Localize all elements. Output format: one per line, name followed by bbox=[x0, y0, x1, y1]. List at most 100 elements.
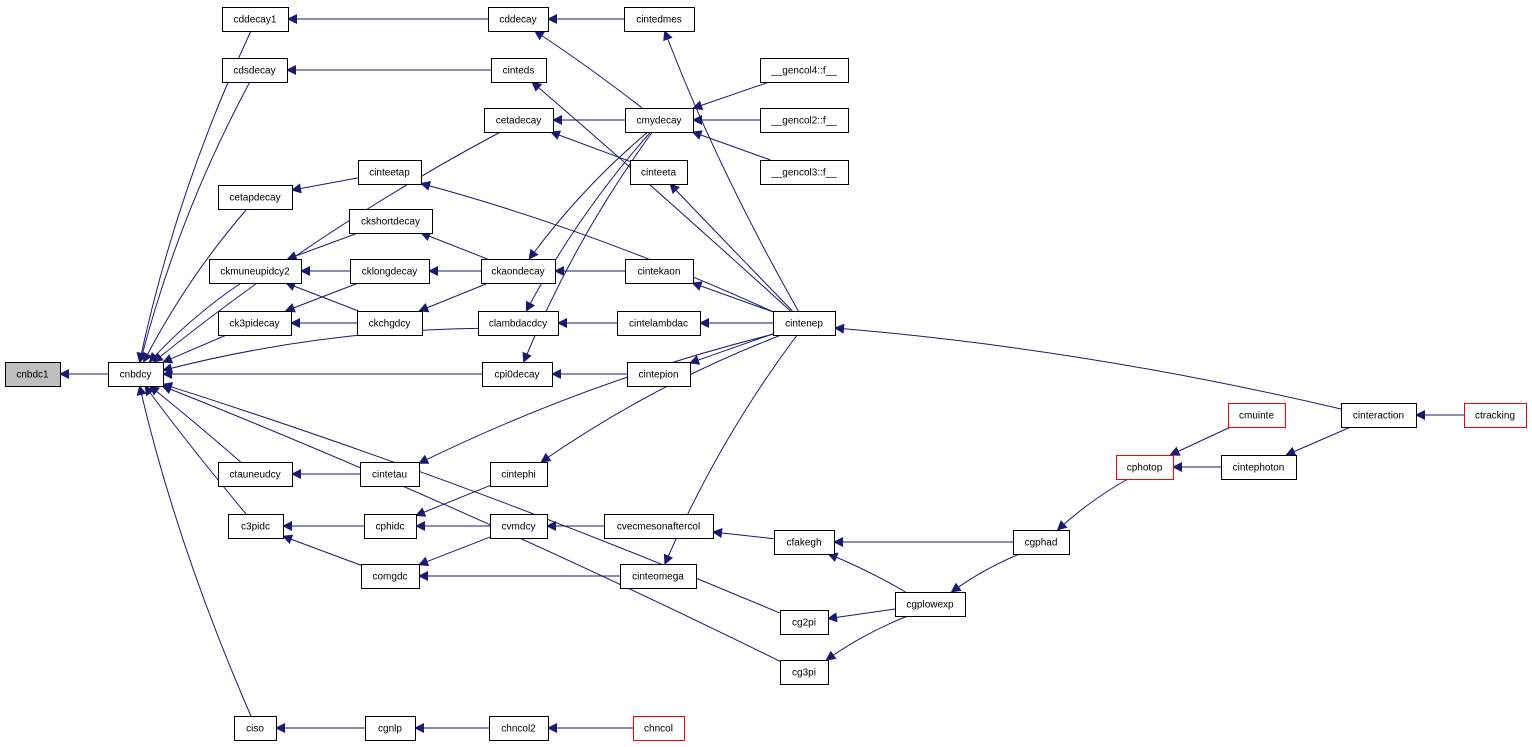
node-cintepion[interactable]: cintepion bbox=[627, 362, 691, 387]
node-box-cvecmesonaftercol[interactable] bbox=[604, 514, 714, 539]
node-box-cetadecay[interactable] bbox=[484, 108, 554, 133]
node-box-cnbdc1[interactable] bbox=[5, 362, 61, 387]
node-box-cvmdcy[interactable] bbox=[490, 514, 548, 539]
node-cklongdecay[interactable]: cklongdecay bbox=[350, 259, 430, 284]
node-cg2pi[interactable]: cg2pi bbox=[780, 610, 829, 635]
node-box-cphotop[interactable] bbox=[1116, 455, 1174, 480]
node-box-cintelambdac[interactable] bbox=[617, 311, 701, 336]
node-gencol4[interactable]: __gencol4::f__ bbox=[760, 58, 849, 83]
node-box-cmuinte[interactable] bbox=[1228, 403, 1286, 428]
node-box-cintenep[interactable] bbox=[773, 311, 836, 336]
node-box-cgplowexp[interactable] bbox=[895, 592, 966, 617]
node-box-cinteomega[interactable] bbox=[620, 564, 697, 589]
node-cfakegh[interactable]: cfakegh bbox=[774, 530, 835, 555]
node-cddecay[interactable]: cddecay bbox=[488, 7, 549, 32]
node-box-cnbdcy[interactable] bbox=[108, 362, 164, 387]
node-box-c3pidc[interactable] bbox=[228, 514, 284, 539]
node-box-cddecay[interactable] bbox=[488, 7, 549, 32]
node-box-cfakegh[interactable] bbox=[774, 530, 835, 555]
node-cnbdcy[interactable]: cnbdcy bbox=[108, 362, 164, 387]
node-cinteeta[interactable]: cinteeta bbox=[630, 160, 688, 185]
node-gencol2[interactable]: __gencol2::f__ bbox=[760, 108, 849, 133]
node-box-cg3pi[interactable] bbox=[780, 660, 829, 685]
node-box-cintedmes[interactable] bbox=[624, 7, 695, 32]
node-box-cdsdecay[interactable] bbox=[222, 58, 288, 83]
node-cetapdecay[interactable]: cetapdecay bbox=[218, 185, 293, 210]
node-box-cinteetap[interactable] bbox=[358, 160, 422, 185]
node-box-cintephi[interactable] bbox=[490, 462, 548, 487]
node-box-cintekaon[interactable] bbox=[625, 259, 694, 284]
node-box-gencol3[interactable] bbox=[760, 160, 849, 185]
node-cinteomega[interactable]: cinteomega bbox=[620, 564, 697, 589]
node-ctracking[interactable]: ctracking bbox=[1464, 403, 1527, 428]
node-box-cg2pi[interactable] bbox=[780, 610, 829, 635]
node-box-comgdc[interactable] bbox=[361, 564, 420, 589]
node-ckaondecay[interactable]: ckaondecay bbox=[481, 259, 556, 284]
node-cintephi[interactable]: cintephi bbox=[490, 462, 548, 487]
node-cpi0decay[interactable]: cpi0decay bbox=[482, 362, 553, 387]
node-gencol3[interactable]: __gencol3::f__ bbox=[760, 160, 849, 185]
node-cg3pi[interactable]: cg3pi bbox=[780, 660, 829, 685]
node-cddecay1[interactable]: cddecay1 bbox=[222, 7, 289, 32]
node-cvmdcy[interactable]: cvmdcy bbox=[490, 514, 548, 539]
node-ck3pidecay[interactable]: ck3pidecay bbox=[218, 311, 292, 336]
node-ctauneudcy[interactable]: ctauneudcy bbox=[218, 462, 293, 487]
node-clambdacdcy[interactable]: clambdacdcy bbox=[478, 311, 559, 336]
node-box-ciso[interactable] bbox=[234, 716, 277, 741]
node-box-cinteds[interactable] bbox=[491, 58, 547, 83]
node-box-cphidc[interactable] bbox=[364, 514, 417, 539]
node-box-ckshortdecay[interactable] bbox=[349, 209, 433, 234]
node-cinteraction[interactable]: cinteraction bbox=[1341, 403, 1417, 428]
node-box-cgnlp[interactable] bbox=[365, 716, 416, 741]
node-box-gencol2[interactable] bbox=[760, 108, 849, 133]
node-cphotop[interactable]: cphotop bbox=[1116, 455, 1174, 480]
node-cintelambdac[interactable]: cintelambdac bbox=[617, 311, 701, 336]
node-box-ck3pidecay[interactable] bbox=[218, 311, 292, 336]
node-cintedmes[interactable]: cintedmes bbox=[624, 7, 695, 32]
node-cphidc[interactable]: cphidc bbox=[364, 514, 417, 539]
node-cvecmesonaftercol[interactable]: cvecmesonaftercol bbox=[604, 514, 714, 539]
node-box-cpi0decay[interactable] bbox=[482, 362, 553, 387]
node-box-ctracking[interactable] bbox=[1464, 403, 1527, 428]
node-chncol2[interactable]: chncol2 bbox=[489, 716, 549, 741]
node-cgphad[interactable]: cgphad bbox=[1013, 530, 1070, 555]
node-cetadecay[interactable]: cetadecay bbox=[484, 108, 554, 133]
node-ciso[interactable]: ciso bbox=[234, 716, 277, 741]
node-ckchgdcy[interactable]: ckchgdcy bbox=[357, 311, 423, 336]
node-cintetau[interactable]: cintetau bbox=[360, 462, 420, 487]
node-box-cintephoton[interactable] bbox=[1221, 455, 1297, 480]
node-box-cgphad[interactable] bbox=[1013, 530, 1070, 555]
node-box-cintepion[interactable] bbox=[627, 362, 691, 387]
node-cdsdecay[interactable]: cdsdecay bbox=[222, 58, 288, 83]
node-cnbdc1[interactable]: cnbdc1 bbox=[5, 362, 61, 387]
node-cmuinte[interactable]: cmuinte bbox=[1228, 403, 1286, 428]
node-box-chncol[interactable] bbox=[633, 716, 685, 741]
node-cmydecay[interactable]: cmydecay bbox=[625, 108, 694, 133]
node-comgdc[interactable]: comgdc bbox=[361, 564, 420, 589]
node-box-cinteeta[interactable] bbox=[630, 160, 688, 185]
node-box-cinteraction[interactable] bbox=[1341, 403, 1417, 428]
node-box-ckaondecay[interactable] bbox=[481, 259, 556, 284]
node-cintephoton[interactable]: cintephoton bbox=[1221, 455, 1297, 480]
node-box-cetapdecay[interactable] bbox=[218, 185, 293, 210]
node-box-ctauneudcy[interactable] bbox=[218, 462, 293, 487]
node-box-ckchgdcy[interactable] bbox=[357, 311, 423, 336]
node-cinteds[interactable]: cinteds bbox=[491, 58, 547, 83]
node-cinteetap[interactable]: cinteetap bbox=[358, 160, 422, 185]
node-ckshortdecay[interactable]: ckshortdecay bbox=[349, 209, 433, 234]
node-cintenep[interactable]: cintenep bbox=[773, 311, 836, 336]
node-chncol[interactable]: chncol bbox=[633, 716, 685, 741]
node-box-chncol2[interactable] bbox=[489, 716, 549, 741]
node-cintekaon[interactable]: cintekaon bbox=[625, 259, 694, 284]
node-box-clambdacdcy[interactable] bbox=[478, 311, 559, 336]
node-ckmuneupidcy2[interactable]: ckmuneupidcy2 bbox=[209, 259, 302, 284]
node-box-gencol4[interactable] bbox=[760, 58, 849, 83]
node-box-cintetau[interactable] bbox=[360, 462, 420, 487]
node-box-cklongdecay[interactable] bbox=[350, 259, 430, 284]
node-cgnlp[interactable]: cgnlp bbox=[365, 716, 416, 741]
node-box-cmydecay[interactable] bbox=[625, 108, 694, 133]
node-box-cddecay1[interactable] bbox=[222, 7, 289, 32]
node-box-ckmuneupidcy2[interactable] bbox=[209, 259, 302, 284]
node-cgplowexp[interactable]: cgplowexp bbox=[895, 592, 966, 617]
node-c3pidc[interactable]: c3pidc bbox=[228, 514, 284, 539]
